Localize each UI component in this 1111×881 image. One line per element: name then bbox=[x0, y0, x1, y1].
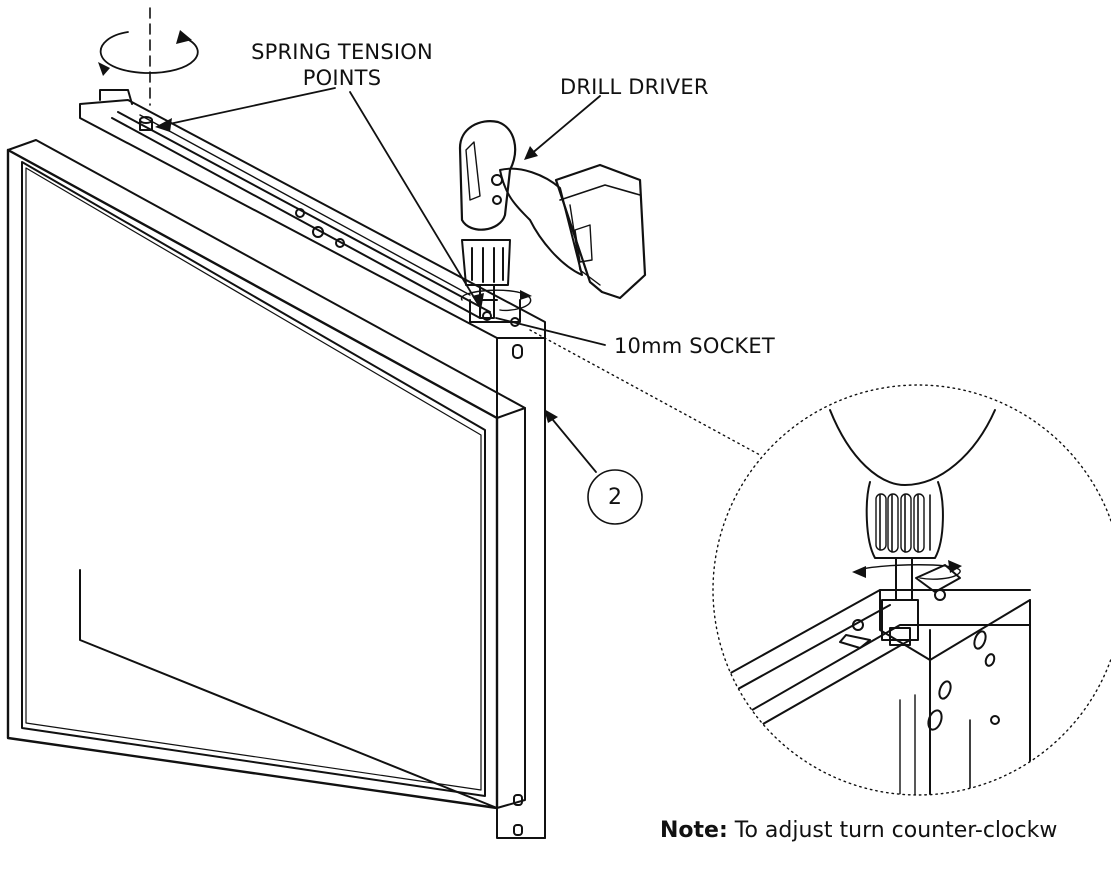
rotation-arrow-icon bbox=[98, 7, 199, 106]
label-spring-tension-line1: SPRING TENSION bbox=[251, 40, 433, 64]
label-drill-driver: DRILL DRIVER bbox=[560, 75, 709, 99]
note-body: To adjust turn counter-clockw bbox=[727, 818, 1058, 843]
callout-circle bbox=[587, 469, 643, 525]
display-panel-icon bbox=[6, 139, 526, 810]
leader-lines bbox=[155, 87, 606, 473]
detail-magnifier-icon bbox=[712, 384, 1111, 796]
note-text: Note: To adjust turn counter-clockw bbox=[660, 818, 1057, 843]
detail-leader bbox=[529, 329, 761, 456]
callout-number: 2 bbox=[608, 484, 622, 510]
label-spring-tension-line2: POINTS bbox=[302, 66, 382, 90]
label-socket: 10mm SOCKET bbox=[614, 334, 775, 358]
note-prefix: Note: bbox=[660, 818, 728, 843]
drill-driver-icon bbox=[458, 120, 647, 319]
